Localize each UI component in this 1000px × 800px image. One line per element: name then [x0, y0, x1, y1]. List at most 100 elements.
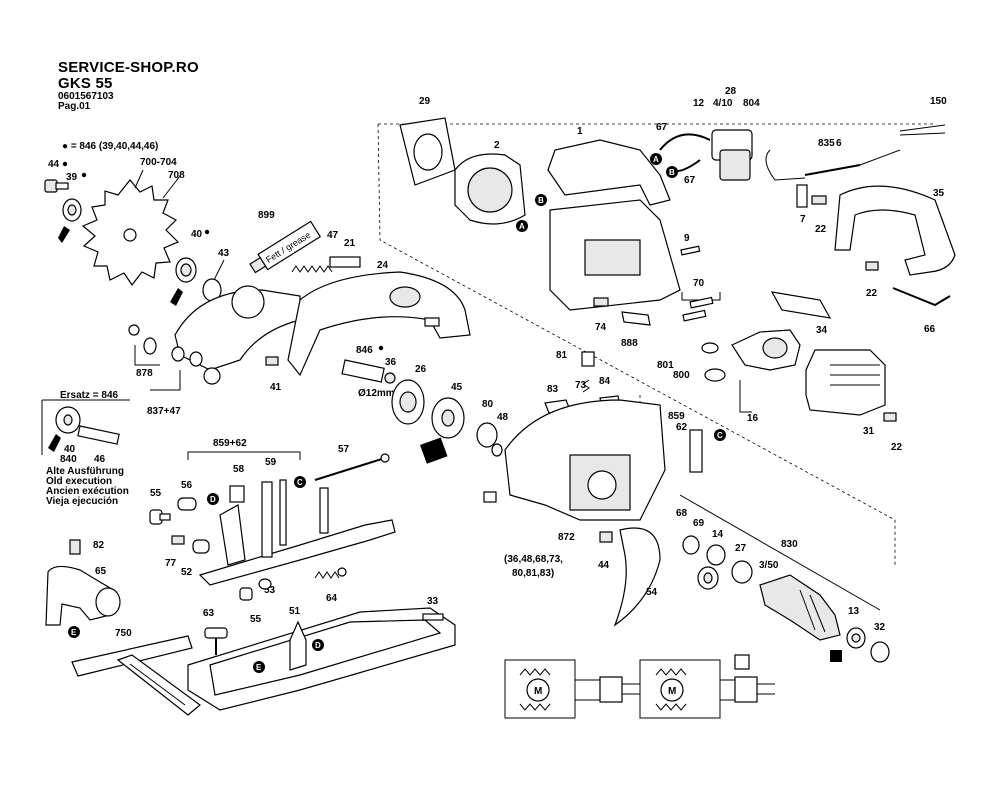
part-label: 888	[621, 338, 638, 349]
part-label: 872	[558, 532, 575, 543]
spindle	[341, 359, 396, 384]
part-label: 14	[712, 529, 724, 540]
part-label: 55	[150, 488, 162, 499]
part-label: 65	[95, 566, 107, 577]
part-label: 29	[419, 96, 431, 107]
part-label: 31	[863, 426, 875, 437]
part-label: 45	[451, 382, 463, 393]
part-label: Old execution	[46, 476, 112, 487]
part-label: 44	[48, 159, 60, 170]
part-label: D	[210, 495, 216, 504]
part-label: (36,48,68,73,	[504, 554, 563, 565]
part-label: Ø12mm	[358, 388, 395, 399]
badge-a: A	[516, 220, 528, 232]
part-label: 63	[203, 608, 215, 619]
bearing-13	[846, 627, 866, 649]
part-label: C	[297, 478, 303, 487]
part-label: 859+62	[213, 438, 247, 449]
part-label: 34	[816, 325, 828, 336]
saw-blade	[81, 169, 181, 287]
lower-blade-guard	[174, 285, 301, 371]
part-label: 27	[735, 543, 747, 554]
lever-54	[613, 527, 661, 627]
flange-39	[62, 198, 82, 222]
part-label: 16	[747, 413, 759, 424]
svg-text:M: M	[668, 686, 676, 697]
part-label: 66	[924, 324, 936, 335]
part-label: 21	[344, 238, 356, 249]
page-number: Pag.01	[58, 101, 91, 112]
part-label: E	[71, 628, 77, 637]
part-label: 67	[684, 175, 696, 186]
part-label: 80,81,83)	[512, 568, 554, 579]
ersatz-spindle	[55, 406, 120, 445]
part-label: 4/10	[713, 98, 733, 109]
part-label: 830	[781, 539, 798, 550]
part-label: 750	[115, 628, 132, 639]
part-label: 67	[656, 122, 668, 133]
part-label: 84	[599, 376, 611, 387]
knob-55	[149, 509, 171, 525]
part-label: 81	[556, 350, 568, 361]
part-label: E	[256, 663, 262, 672]
part-label: D	[315, 641, 321, 650]
part-label: 24	[377, 260, 389, 271]
bearing-26	[391, 379, 425, 425]
motor-housing-1	[547, 139, 681, 311]
button-81	[581, 351, 595, 367]
arrow-icon	[48, 434, 61, 452]
part-label: 801	[657, 360, 674, 371]
part-label: 40	[191, 229, 203, 240]
bracket-65	[45, 565, 121, 626]
stator-2	[454, 153, 526, 225]
part-label: 77	[165, 558, 177, 569]
part-label: B	[669, 168, 675, 177]
badge-b: B	[535, 194, 547, 206]
part-label: 28	[725, 86, 737, 97]
part-label: 32	[874, 622, 886, 633]
part-label: 2	[494, 140, 500, 151]
part-label: 44	[598, 560, 610, 571]
part-label: 800	[673, 370, 690, 381]
part-label: 7	[800, 214, 806, 225]
note-846: ● = 846 (39,40,44,46)	[62, 141, 158, 152]
part-label: Ancien exécution	[46, 486, 129, 497]
gear-45	[431, 397, 465, 439]
part-label: 62	[676, 422, 688, 433]
knob-63	[204, 627, 228, 655]
part-label: 859	[668, 411, 685, 422]
part-label: 80	[482, 399, 494, 410]
spring-47	[291, 265, 333, 273]
part-label: 53	[264, 585, 276, 596]
part-label: 46	[94, 454, 106, 465]
part-label: 74	[595, 322, 607, 333]
part-label: 41	[270, 382, 282, 393]
part-label: 835	[818, 138, 835, 149]
part-label: 47	[327, 230, 339, 241]
motor-cover	[805, 349, 886, 416]
part-label: 13	[848, 606, 860, 617]
clamp-7	[796, 184, 808, 208]
part-label: 700-704	[140, 157, 177, 168]
part-label: 48	[497, 412, 509, 423]
label-21	[329, 256, 361, 268]
part-label: C	[717, 431, 723, 440]
header: SERVICE-SHOP.RO GKS 55 0601567103 Pag.01	[58, 60, 199, 112]
part-label: 708	[168, 170, 185, 181]
armature	[759, 574, 841, 641]
part-label: 36	[385, 357, 397, 368]
o-ring-80	[476, 422, 498, 448]
part-label: 22	[815, 224, 827, 235]
part-label: 26	[415, 364, 427, 375]
slider-859	[689, 429, 703, 473]
part-label: 52	[181, 567, 193, 578]
wiring-diagram-1: M	[504, 659, 640, 719]
cable-150	[899, 124, 946, 136]
screw-44	[44, 179, 69, 193]
part-label: 846	[356, 345, 373, 356]
part-label: A	[653, 155, 659, 164]
part-label: 56	[181, 480, 193, 491]
part-label: 878	[136, 368, 153, 379]
part-label: 51	[289, 606, 301, 617]
